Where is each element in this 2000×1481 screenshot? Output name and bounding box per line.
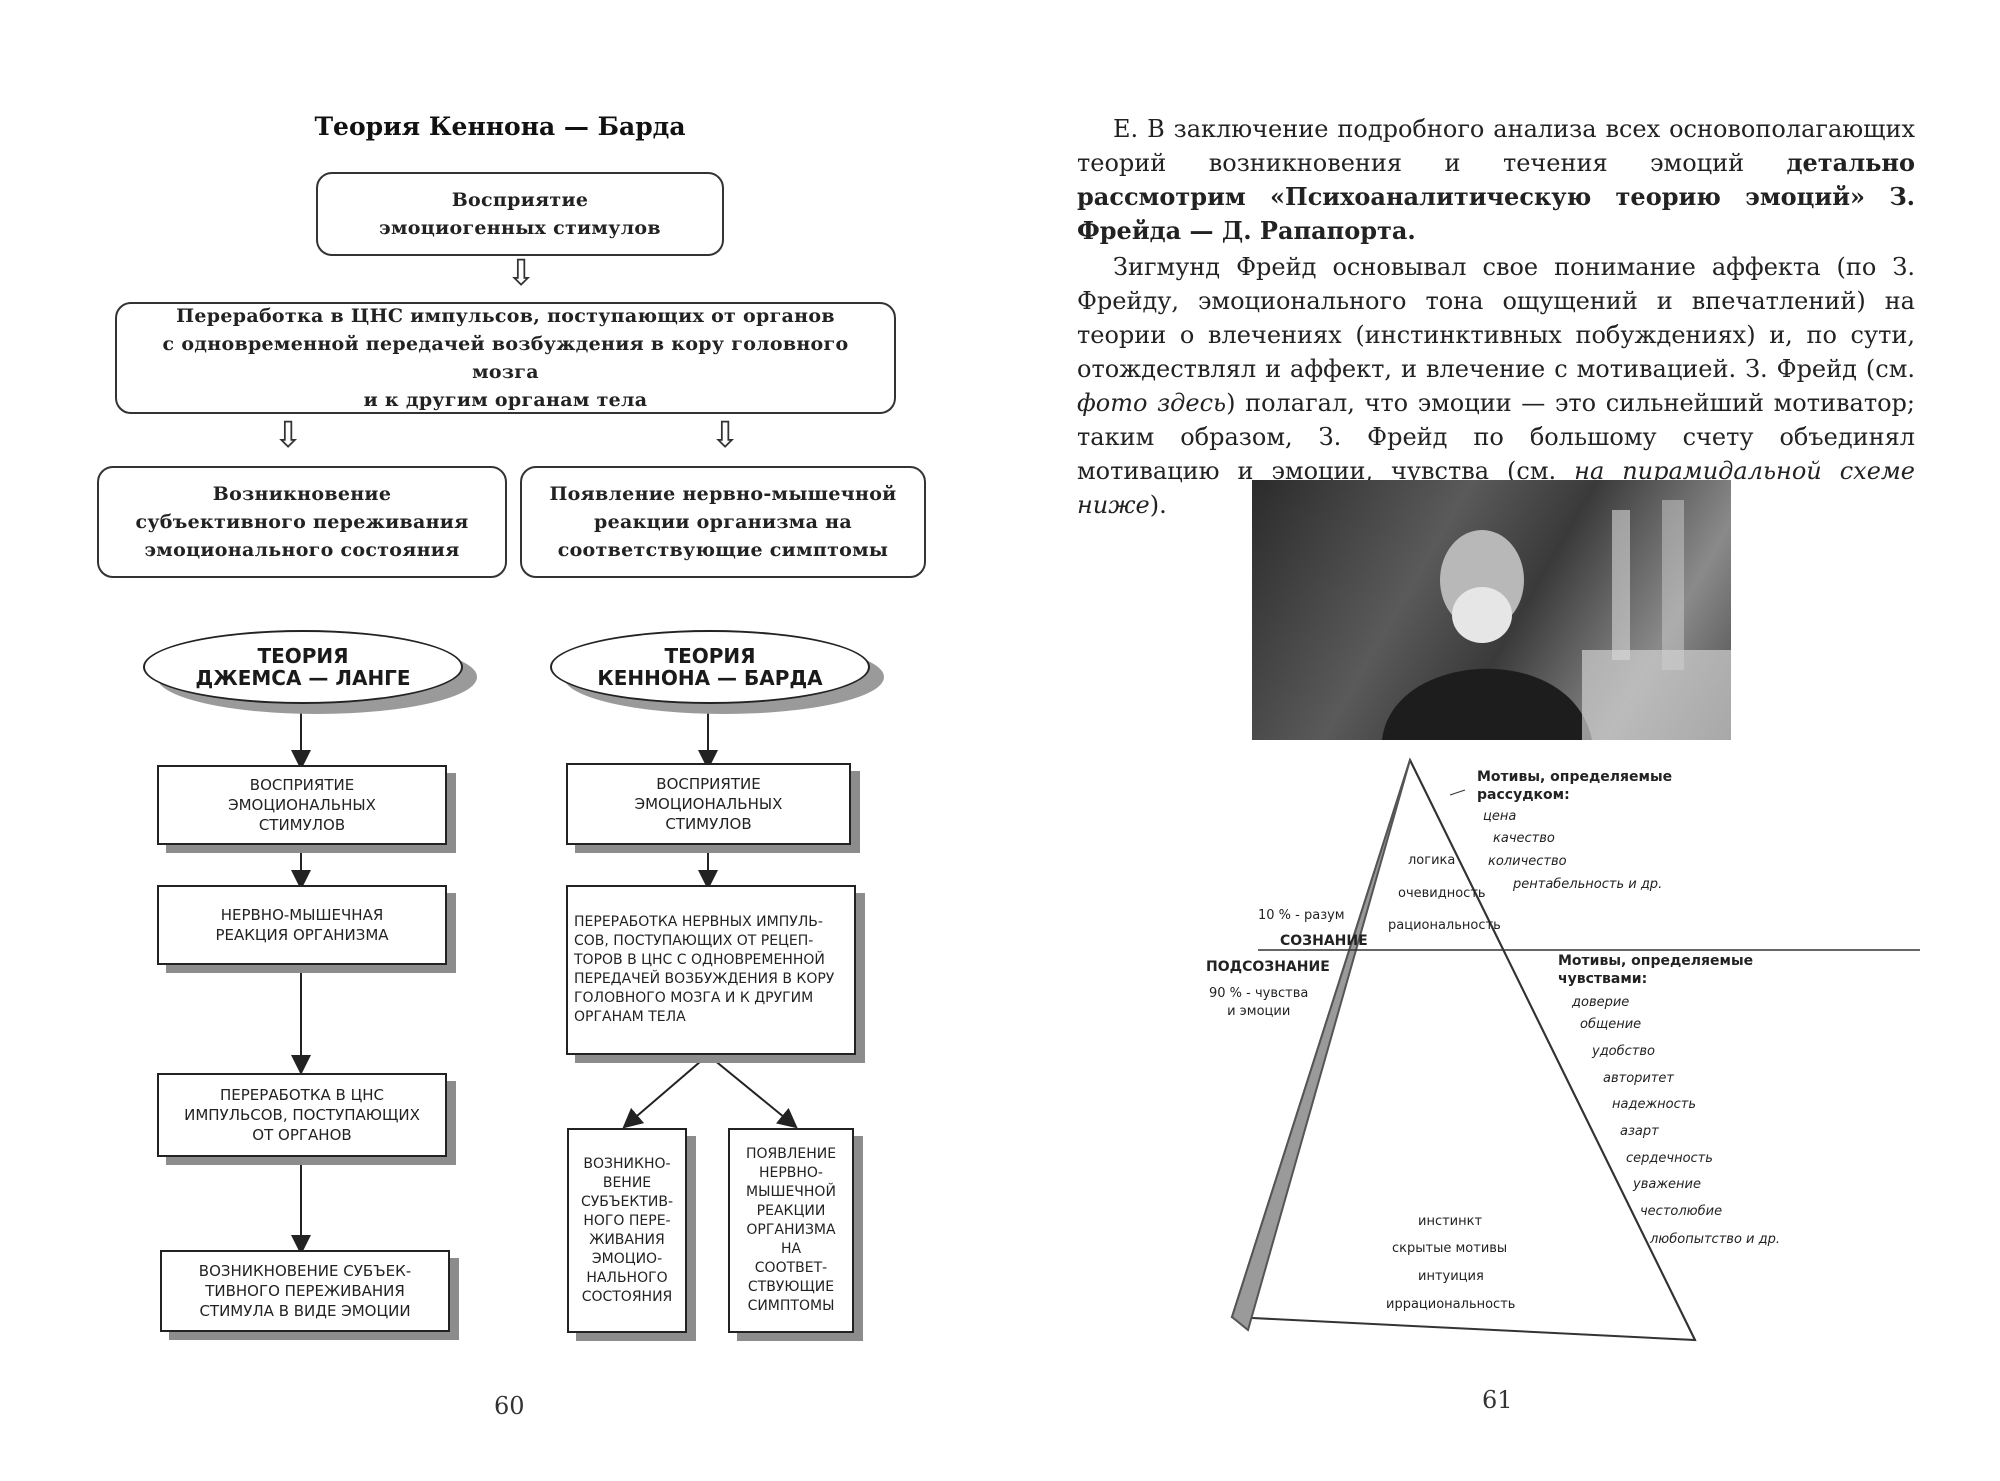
motive-feel-item: честолюбие <box>1640 1203 1722 1221</box>
motive-feel-item: авторитет <box>1603 1070 1674 1088</box>
motive-feel-item: азарт <box>1620 1123 1659 1141</box>
jl-step-processing: ПЕРЕРАБОТКА В ЦНС ИМПУЛЬСОВ, ПОСТУПАЮЩИХ… <box>157 1073 447 1157</box>
cb-result-experience: ВОЗНИКНО- ВЕНИЕ СУБЪЕКТИВ- НОГО ПЕРЕ- ЖИ… <box>567 1128 687 1333</box>
pyramid-inner-bottom-item: интуиция <box>1418 1268 1484 1286</box>
motive-feel-item: уважение <box>1633 1176 1701 1194</box>
jl-step-reaction: НЕРВНО-МЫШЕЧНАЯ РЕАКЦИЯ ОРГАНИЗМА <box>157 885 447 965</box>
motive-reason-item: количество <box>1488 853 1567 871</box>
jl-step-emotion: ВОЗНИКНОВЕНИЕ СУБЪЕК- ТИВНОГО ПЕРЕЖИВАНИ… <box>160 1250 450 1332</box>
motives-reason-title: Мотивы, определяемые рассудком: <box>1477 768 1672 804</box>
jl-step-perception: ВОСПРИЯТИЕ ЭМОЦИОНАЛЬНЫХ СТИМУЛОВ <box>157 765 447 845</box>
motive-feel-item: надежность <box>1612 1096 1696 1114</box>
pyramid-diagram <box>1000 0 2000 1481</box>
page-number: 61 <box>1482 1386 1513 1414</box>
pyramid-inner-bottom-item: инстинкт <box>1418 1213 1482 1231</box>
pyramid-inner-bottom-item: скрытые мотивы <box>1392 1240 1507 1258</box>
reason-percent: 10 % - разум <box>1258 907 1345 925</box>
feelings-percent: 90 % - чувства и эмоции <box>1209 985 1308 1021</box>
motive-reason-item: рентабельность и др. <box>1513 876 1662 894</box>
cb-result-reaction: ПОЯВЛЕНИЕ НЕРВНО- МЫШЕЧНОЙ РЕАКЦИИ ОРГАН… <box>728 1128 854 1333</box>
motive-feel-item: удобство <box>1592 1043 1655 1061</box>
motive-reason-item: цена <box>1483 808 1516 826</box>
right-page: Е. В заключение подробного анализа всех … <box>1000 0 2000 1481</box>
pyramid-inner-top-item: очевидность <box>1398 885 1486 903</box>
pyramid-inner-top-item: логика <box>1408 852 1455 870</box>
cb-step-perception: ВОСПРИЯТИЕ ЭМОЦИОНАЛЬНЫХ СТИМУЛОВ <box>566 763 851 845</box>
james-lange-oval: ТЕОРИЯ ДЖЕМСА — ЛАНГЕ <box>143 630 463 704</box>
subconscious-label: ПОДСОЗНАНИЕ <box>1206 958 1330 976</box>
page-number: 60 <box>494 1392 525 1420</box>
motives-feelings-title: Мотивы, определяемые чувствами: <box>1558 952 1753 988</box>
left-page: Теория Кеннона — Барда Восприятие эмоцио… <box>0 0 1000 1481</box>
motive-feel-item: общение <box>1580 1016 1641 1034</box>
pyramid-inner-top-item: рациональность <box>1388 917 1501 935</box>
motive-feel-item: любопытство и др. <box>1650 1231 1780 1249</box>
motive-feel-item: доверие <box>1572 994 1629 1012</box>
cannon-bard-oval: ТЕОРИЯ КЕННОНА — БАРДА <box>550 630 870 704</box>
motive-reason-item: качество <box>1493 830 1555 848</box>
motive-feel-item: сердечность <box>1626 1150 1713 1168</box>
cb-step-processing: ПЕРЕРАБОТКА НЕРВНЫХ ИМПУЛЬ- СОВ, ПОСТУПА… <box>566 885 856 1055</box>
consciousness-label: СОЗНАНИЕ <box>1280 932 1368 950</box>
pyramid-inner-bottom-item: иррациональность <box>1386 1296 1515 1314</box>
